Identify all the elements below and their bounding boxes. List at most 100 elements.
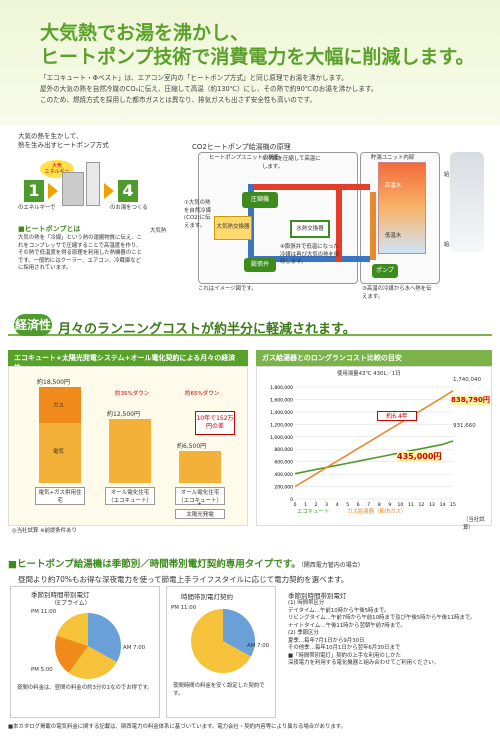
tank-pipe — [370, 192, 376, 260]
right-chart-header: ガス給湯器とのロングランコスト比較の目安 — [256, 350, 492, 366]
x-tick-label: 4 — [336, 502, 339, 507]
x-tick-label: 5 — [346, 502, 349, 507]
clock-pie — [55, 613, 121, 679]
x-tick-label: 10 — [397, 502, 403, 507]
v4-label: 435,000円 — [397, 451, 442, 462]
right-pipe — [336, 184, 342, 262]
intro-title: 大気の熱を生かして、 熱を生み出すヒートポンプ方式 — [18, 132, 109, 149]
bar-allelec — [109, 419, 151, 483]
amount1: 約18,500円 — [37, 379, 70, 386]
left-note: ◎当社試算 ※前提条件あり — [12, 528, 77, 534]
contract2-panel: 時間帯別電灯契約 PM 11:00 AM 7:00 夜間時間の料金を安く設定した… — [166, 586, 276, 718]
arrow-icon — [48, 183, 58, 199]
economy-title: 月々のランニングコストが約半分に軽減されます。 — [58, 322, 356, 337]
contract1-panel: 季節別時間帯別電灯 （Eプライム） PM 11:00 AM 7:00 PM 5:… — [10, 586, 160, 718]
y-tick-label: 1,000,000 — [270, 435, 293, 441]
step1: ①大気の熱を自然冷媒(CO2)に伝えます。 — [184, 200, 211, 229]
hero-section: 大気熱でお湯を沸かし、 ヒートポンプ技術で消費電力を大幅に削減します。 「エコキ… — [0, 0, 500, 125]
hotwater-label: 給湯 — [444, 172, 455, 180]
step2: ②冷媒を圧縮して高温にします。 — [262, 156, 321, 170]
hero-title-line2: ヒートポンプ技術で消費電力を大幅に削減します。 — [40, 46, 475, 68]
tank-unit-icon — [86, 162, 100, 206]
y-tick-label: 200,000 — [274, 485, 293, 491]
src: （当社試算） — [463, 517, 485, 531]
x-tick-label: 3 — [325, 502, 328, 507]
economy-band — [8, 314, 492, 336]
x-tick-label: 7 — [367, 502, 370, 507]
series-line-1 — [294, 390, 454, 488]
air-exchanger: 大気熱交換器 — [214, 216, 252, 240]
four-badge: 4 — [118, 180, 138, 202]
bar-solar — [179, 451, 221, 483]
whatis-text: 大気の熱を「冷媒」という熱の運搬物質に伝え、これをコンプレッサで圧縮することで高… — [18, 235, 142, 271]
v3-label: 931,660 — [453, 423, 476, 429]
legend2: ガス給湯器（都市ガス） — [347, 509, 407, 515]
left-chart-area: ガス 電気 約18,500円 約12,500円 約35%ダウン 約6,500円 … — [8, 366, 248, 526]
hero-paragraph-1: 「エコキュート・Φベスト」は、エアコン室内の「ヒートポンプ方式」と同じ原理でお湯… — [40, 74, 348, 82]
sec3-title: ■ヒートポンプ給湯機は季節別／時間帯別電灯契約専用タイプです。（関西電力管内の場… — [8, 559, 364, 570]
down2: 約65%ダウン — [185, 391, 220, 397]
legend1: エコキュート — [297, 509, 330, 515]
y-tick-label: 0 — [290, 497, 293, 503]
y-tick-label: 1,200,000 — [270, 422, 293, 428]
compressor: 圧縮機 — [242, 192, 278, 208]
atmos-label: 大気熱 — [150, 228, 167, 234]
y-tick-label: 600,000 — [274, 460, 293, 466]
cold-pipe — [250, 256, 370, 262]
hero-paragraph-2: 屋外の大気の熱を自然冷媒のCO₂に伝え、圧縮して高温（約130℃）にし、その熱で… — [40, 85, 378, 93]
contract3-panel: 季節別時間帯別電灯 (1) 時間帯区分 デイタイム…午前10時から午後5時まで。… — [288, 592, 476, 666]
one-badge: 1 — [24, 180, 44, 202]
heatpump-unit-icon — [62, 172, 84, 206]
x-tick-label: 15 — [450, 502, 456, 507]
series-line-0 — [294, 440, 454, 475]
x-tick-label: 0 — [294, 502, 297, 507]
shower-image — [450, 152, 484, 252]
v2-label: 838,790円 — [451, 395, 490, 405]
y-tick-label: 1,400,000 — [270, 410, 293, 416]
line-chart: 0 200,000 400,000 600,000 800,000 1,000,000 1,… — [270, 385, 456, 507]
hp-unit-box: ヒートポンプユニットの構造 — [198, 152, 358, 284]
x-tick-label: 9 — [388, 502, 391, 507]
step4: ④膨張弁で低温になった冷媒は再び大気の熱を吸収します。 — [280, 244, 340, 265]
label-four: のお湯をつくる — [110, 205, 148, 211]
water-label: 給水 — [444, 242, 455, 250]
clock-pie-2 — [191, 609, 255, 673]
whatis-title: ■ヒートポンプとは — [18, 225, 81, 233]
saving-box: 10年で152万円の差 — [195, 411, 235, 435]
y-tick-label: 1,600,000 — [270, 397, 293, 403]
x-tick-label: 1 — [304, 502, 307, 507]
x-tick-label: 14 — [440, 502, 446, 507]
footnote: ■本カタログ掲載の電気料金に関する記載は、関西電力の料金体系に基づいています。電… — [8, 724, 346, 730]
arrow-icon — [104, 183, 114, 199]
co2-diagram: CO2ヒートポンプ給湯機の原理 ヒートポンプユニットの構造 貯湯ユニット内部 圧… — [150, 132, 490, 310]
delta-label: 約6.4年 — [377, 411, 417, 421]
hot-water-tank: 高温水 低温水 — [378, 162, 426, 254]
note: これはイメージ図です。 — [198, 286, 257, 292]
x-tick-label: 8 — [378, 502, 381, 507]
y-tick-label: 800,000 — [274, 447, 293, 453]
bar-gas-part — [39, 387, 81, 423]
expansion-valve: 膨張弁 — [244, 258, 276, 272]
hero-paragraph-3: このため、燃焼方式を採用した都市ガスとは異なり、排気ガスも出さず安全性も高いので… — [40, 96, 317, 104]
sec3-lead: 昼間より約70%もお得な深夜電力を使って節電上手ライフスタイルに応じて電力契約を… — [18, 575, 349, 584]
economy-tag: 経済性 — [14, 314, 52, 336]
x-tick-label: 2 — [315, 502, 318, 507]
water-exchanger: 水熱交換器 — [290, 220, 330, 238]
x-tick-label: 12 — [419, 502, 425, 507]
x-tick-label: 13 — [429, 502, 435, 507]
v1-label: 1,740,040 — [453, 377, 481, 383]
x-tick-label: 6 — [357, 502, 360, 507]
amount3: 約6,500円 — [177, 443, 207, 450]
amount2: 約12,500円 — [107, 411, 140, 418]
y-tick-label: 1,800,000 — [270, 385, 293, 391]
co2-title: CO2ヒートポンプ給湯機の原理 — [192, 143, 291, 151]
pump: ポンプ — [372, 264, 398, 278]
hero-title-line1: 大気熱でお湯を沸かし、 — [40, 22, 250, 44]
step3: ③高温の冷媒から水へ熱を伝えます。 — [362, 286, 432, 300]
y-tick-label: 400,000 — [274, 472, 293, 478]
label-one: のエネルギーで — [18, 205, 56, 211]
hot-pipe — [250, 184, 370, 190]
x-tick-label: 11 — [408, 502, 414, 507]
down1: 約35%ダウン — [115, 391, 150, 397]
